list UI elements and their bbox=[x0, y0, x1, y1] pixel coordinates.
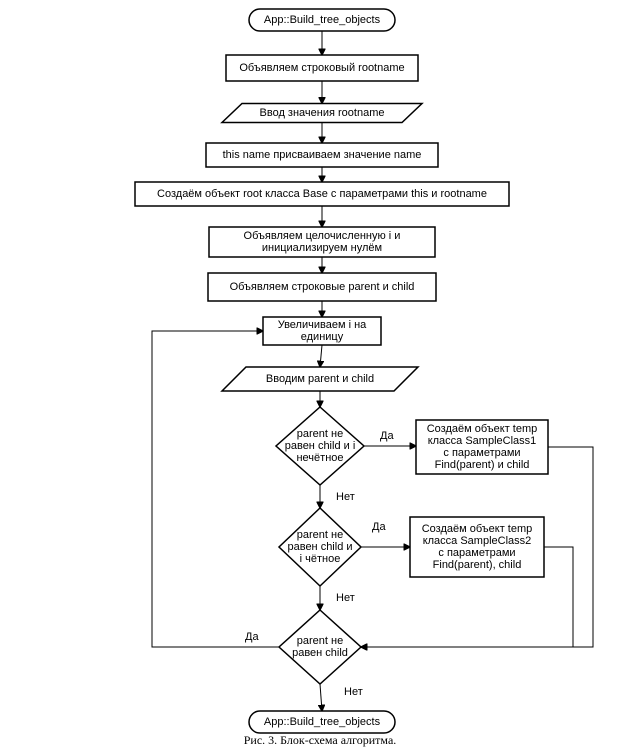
node-create-temp2-shape bbox=[409, 516, 545, 578]
edge-label-cond_loop-to-increment_i: Да bbox=[245, 631, 259, 643]
edge-create_temp2-to-cond_loop bbox=[361, 546, 574, 647]
node-declare-i-shape bbox=[208, 226, 436, 258]
node-declare-parent-child-shape bbox=[207, 272, 437, 302]
edge-increment_i-to-input_parent_child bbox=[320, 344, 322, 367]
node-start-shape bbox=[248, 8, 396, 32]
node-end-shape bbox=[248, 710, 396, 734]
node-increment-i-shape bbox=[262, 316, 382, 346]
node-create-root-shape bbox=[134, 181, 510, 207]
edge-cond_loop-to-increment_i bbox=[151, 331, 279, 648]
edge-label-cond_even-to-cond_loop: Нет bbox=[336, 592, 355, 604]
edge-label-cond_loop-to-end: Нет bbox=[344, 686, 363, 698]
node-input-rootname-shape bbox=[220, 102, 424, 124]
edge-label-cond_odd-to-cond_even: Нет bbox=[336, 491, 355, 503]
node-cond-even-shape bbox=[277, 506, 363, 588]
figure-caption: Рис. 3. Блок-схема алгоритма. bbox=[243, 733, 397, 747]
node-create-temp1-shape bbox=[415, 419, 549, 475]
node-declare-rootname-shape bbox=[225, 54, 419, 82]
node-input-parent-child-shape bbox=[220, 366, 420, 392]
node-assign-name-shape bbox=[205, 142, 439, 168]
edge-label-cond_odd-to-create_temp1: Да bbox=[380, 430, 394, 442]
edge-cond_loop-to-end bbox=[320, 683, 322, 711]
node-cond-loop-shape bbox=[277, 608, 363, 686]
edge-label-cond_even-to-create_temp2: Да bbox=[372, 521, 386, 533]
node-cond-odd-shape bbox=[274, 405, 366, 487]
